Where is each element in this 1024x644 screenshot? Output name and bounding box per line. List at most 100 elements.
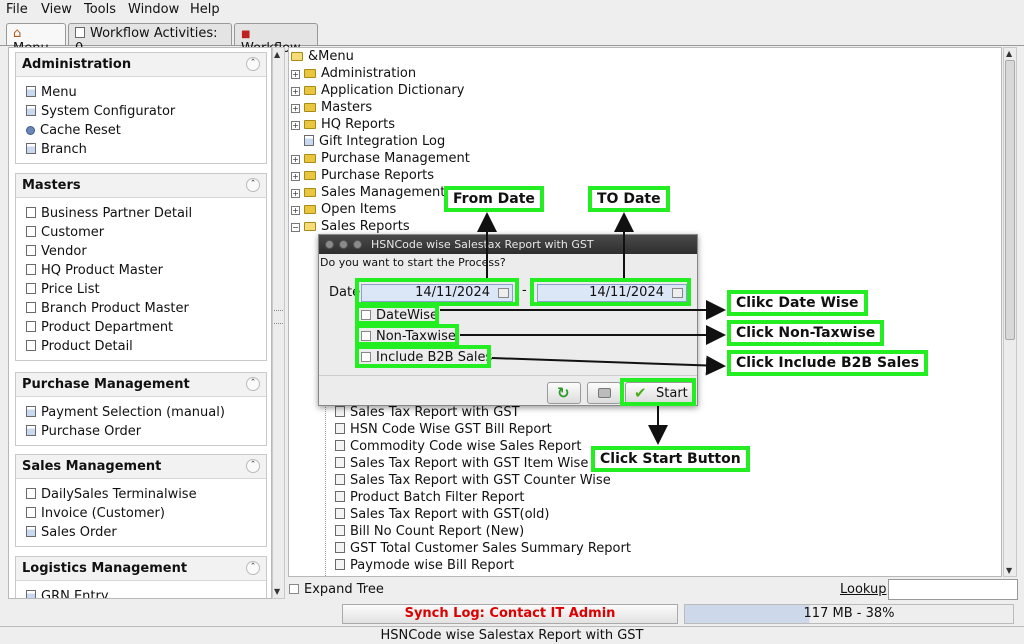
menu-item[interactable]: HQ Product Master bbox=[16, 261, 266, 280]
tree-node[interactable]: +Administration bbox=[291, 65, 416, 82]
doc-icon bbox=[26, 283, 36, 294]
checkbox-icon[interactable] bbox=[361, 310, 371, 320]
menu-item[interactable]: Menu bbox=[16, 83, 266, 102]
menu-item[interactable]: Purchase Order bbox=[16, 422, 266, 441]
expand-toggle-icon[interactable]: + bbox=[291, 206, 300, 215]
synch-log-button[interactable]: Synch Log: Contact IT Admin bbox=[342, 604, 678, 624]
non-taxwise-checkbox[interactable]: Non-Taxwise bbox=[361, 329, 456, 344]
menu-item[interactable]: Price List bbox=[16, 280, 266, 299]
minimize-window-icon[interactable] bbox=[339, 240, 348, 249]
maximize-window-icon[interactable] bbox=[353, 240, 362, 249]
section-title: Sales Management bbox=[22, 459, 162, 474]
expand-toggle-icon[interactable]: + bbox=[291, 155, 300, 164]
tree-node[interactable]: +Sales Management bbox=[291, 184, 445, 201]
tree-node[interactable]: +Masters bbox=[291, 99, 372, 116]
report-item[interactable]: Bill No Count Report (New) bbox=[335, 523, 524, 540]
report-item[interactable]: GST Total Customer Sales Summary Report bbox=[335, 540, 631, 557]
tree-node[interactable]: +Application Dictionary bbox=[291, 82, 464, 99]
menu-item[interactable]: GRN Entry bbox=[16, 587, 266, 598]
print-button[interactable] bbox=[587, 382, 621, 404]
expand-toggle-icon[interactable]: + bbox=[291, 121, 300, 130]
report-icon bbox=[26, 425, 36, 436]
report-item[interactable]: Sales Tax Report with GST Counter Wise bbox=[335, 472, 611, 489]
menu-item[interactable]: Payment Selection (manual) bbox=[16, 403, 266, 422]
expand-tree-checkbox[interactable]: Expand Tree bbox=[289, 582, 384, 597]
section-header[interactable]: Sales Management ˆ bbox=[16, 455, 266, 479]
from-date-field[interactable]: 14/11/2024 bbox=[361, 284, 513, 302]
date-label: Date bbox=[329, 285, 361, 300]
menu-item[interactable]: Cache Reset bbox=[16, 121, 266, 140]
left-scrollbar[interactable]: ▲ ▼ bbox=[272, 47, 285, 599]
expand-toggle-icon[interactable]: + bbox=[291, 104, 300, 113]
menu-file[interactable]: File bbox=[6, 2, 28, 17]
expand-toggle-icon[interactable]: − bbox=[291, 223, 300, 232]
tab-workflow-activities[interactable]: Workflow Activities: 0 bbox=[68, 23, 232, 56]
lookup-input[interactable] bbox=[888, 579, 1018, 600]
report-item[interactable]: Sales Tax Report with GST(old) bbox=[335, 506, 549, 523]
menu-item[interactable]: System Configurator bbox=[16, 102, 266, 121]
scroll-down-arrow-icon[interactable]: ▼ bbox=[274, 587, 281, 596]
report-item[interactable]: Sales Tax Report with GST bbox=[335, 404, 520, 421]
collapse-icon[interactable]: ˆ bbox=[246, 57, 260, 71]
doc-icon bbox=[26, 245, 36, 256]
menu-item[interactable]: Invoice (Customer) bbox=[16, 504, 266, 523]
report-item[interactable]: HSN Code Wise GST Bill Report bbox=[335, 421, 552, 438]
menu-window[interactable]: Window bbox=[128, 2, 180, 17]
scroll-grip-icon[interactable] bbox=[274, 310, 283, 324]
scroll-up-arrow-icon[interactable]: ▲ bbox=[274, 50, 281, 59]
calendar-icon[interactable] bbox=[498, 288, 509, 298]
collapse-icon[interactable]: ˆ bbox=[246, 377, 260, 391]
report-item[interactable]: Sales Tax Report with GST Item Wise bbox=[335, 455, 588, 472]
checkbox-icon[interactable] bbox=[361, 331, 371, 341]
report-item[interactable]: Product Batch Filter Report bbox=[335, 489, 524, 506]
tree-node[interactable]: + HQ Reports bbox=[291, 116, 395, 133]
refresh-icon: ↻ bbox=[557, 384, 570, 402]
menu-tools[interactable]: Tools bbox=[84, 2, 117, 17]
refresh-button[interactable]: ↻ bbox=[547, 382, 581, 404]
calendar-icon[interactable] bbox=[672, 288, 683, 298]
menu-item-label: Payment Selection (manual) bbox=[41, 405, 225, 420]
menu-item[interactable]: Business Partner Detail bbox=[16, 204, 266, 223]
menu-item[interactable]: Product Department bbox=[16, 318, 266, 337]
menu-item[interactable]: Product Detail bbox=[16, 337, 266, 356]
expand-toggle-icon[interactable]: + bbox=[291, 87, 300, 96]
report-item[interactable]: Commodity Code wise Sales Report bbox=[335, 438, 582, 455]
menu-item[interactable]: Sales Order bbox=[16, 523, 266, 542]
collapse-icon[interactable]: ˆ bbox=[246, 459, 260, 473]
tree-node[interactable]: +Purchase Management bbox=[291, 150, 470, 167]
menu-item[interactable]: Vendor bbox=[16, 242, 266, 261]
include-b2b-checkbox[interactable]: Include B2B Sales bbox=[361, 350, 492, 365]
menu-item-label: Product Department bbox=[41, 320, 174, 335]
checkbox-icon[interactable] bbox=[361, 352, 371, 362]
menu-item[interactable]: DailySales Terminalwise bbox=[16, 485, 266, 504]
menu-item[interactable]: Branch Product Master bbox=[16, 299, 266, 318]
tree-scroll-thumb[interactable] bbox=[1005, 60, 1015, 340]
checkbox-icon[interactable] bbox=[289, 584, 299, 594]
collapse-icon[interactable]: ˆ bbox=[246, 178, 260, 192]
menu-view[interactable]: View bbox=[41, 2, 72, 17]
tree-scroll-up-icon[interactable]: ▲ bbox=[1006, 49, 1013, 58]
tree-node-label: HQ Reports bbox=[321, 117, 396, 132]
close-window-icon[interactable] bbox=[325, 240, 334, 249]
tree-root[interactable]: &Menu bbox=[291, 48, 354, 65]
menu-item[interactable]: Branch bbox=[16, 140, 266, 159]
to-date-field[interactable]: 14/11/2024 bbox=[537, 284, 687, 302]
tree-scroll-down-icon[interactable]: ▼ bbox=[1006, 566, 1013, 575]
tree-node[interactable]: +Open Items bbox=[291, 201, 396, 218]
menu-help[interactable]: Help bbox=[190, 2, 220, 17]
expand-toggle-icon[interactable]: + bbox=[291, 189, 300, 198]
expand-toggle-icon[interactable]: + bbox=[291, 70, 300, 79]
collapse-icon[interactable]: ˆ bbox=[246, 561, 260, 575]
datewise-checkbox[interactable]: DateWise bbox=[361, 308, 438, 323]
expand-toggle-icon[interactable]: + bbox=[291, 172, 300, 181]
tree-node[interactable]: Gift Integration Log bbox=[291, 133, 445, 150]
tree-node[interactable]: +Purchase Reports bbox=[291, 167, 434, 184]
report-item[interactable]: Paymode wise Bill Report bbox=[335, 557, 514, 574]
tree-node[interactable]: −Sales Reports bbox=[291, 218, 410, 235]
menu-item[interactable]: Customer bbox=[16, 223, 266, 242]
